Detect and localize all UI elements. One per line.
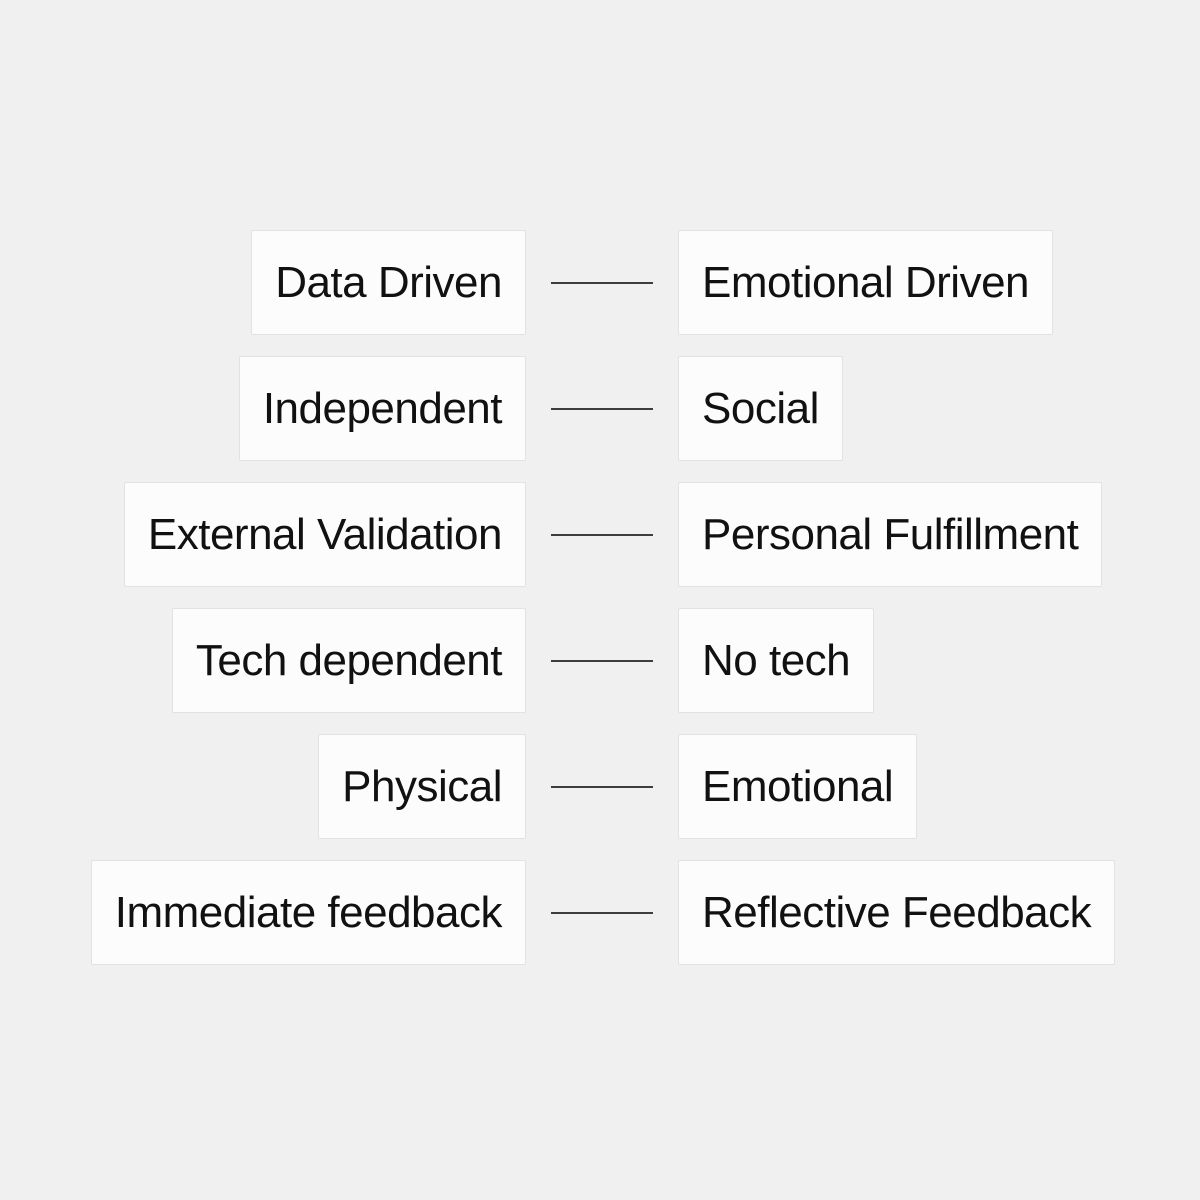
comparison-rows: Data Driven Emotional Driven Independent… — [0, 230, 1200, 965]
connector-cell — [526, 281, 678, 284]
connector-line — [551, 407, 653, 410]
comparison-row: Physical Emotional — [0, 734, 1200, 839]
right-box: No tech — [678, 608, 875, 713]
left-box: Data Driven — [251, 230, 526, 335]
right-column-cell: Emotional — [678, 734, 1200, 839]
right-box: Reflective Feedback — [678, 860, 1116, 965]
right-column-cell: Reflective Feedback — [678, 860, 1200, 965]
connector-cell — [526, 533, 678, 536]
left-box: Immediate feedback — [90, 860, 526, 965]
connector-line — [551, 911, 653, 914]
comparison-row: External Validation Personal Fulfillment — [0, 482, 1200, 587]
right-column-cell: Emotional Driven — [678, 230, 1200, 335]
connector-cell — [526, 407, 678, 410]
comparison-row: Immediate feedback Reflective Feedback — [0, 860, 1200, 965]
comparison-row: Independent Social — [0, 356, 1200, 461]
left-box: Physical — [318, 734, 526, 839]
connector-line — [551, 281, 653, 284]
right-box: Emotional Driven — [678, 230, 1054, 335]
comparison-row: Data Driven Emotional Driven — [0, 230, 1200, 335]
left-box: Independent — [238, 356, 526, 461]
left-column-cell: Tech dependent — [0, 608, 526, 713]
left-column-cell: Immediate feedback — [0, 860, 526, 965]
left-box: External Validation — [123, 482, 526, 587]
right-box: Personal Fulfillment — [678, 482, 1103, 587]
right-column-cell: Personal Fulfillment — [678, 482, 1200, 587]
comparison-row: Tech dependent No tech — [0, 608, 1200, 713]
left-column-cell: Independent — [0, 356, 526, 461]
right-box: Emotional — [678, 734, 918, 839]
connector-cell — [526, 911, 678, 914]
connector-line — [551, 659, 653, 662]
left-column-cell: External Validation — [0, 482, 526, 587]
right-box: Social — [678, 356, 843, 461]
left-column-cell: Physical — [0, 734, 526, 839]
right-column-cell: No tech — [678, 608, 1200, 713]
connector-cell — [526, 659, 678, 662]
connector-cell — [526, 785, 678, 788]
right-column-cell: Social — [678, 356, 1200, 461]
left-box: Tech dependent — [171, 608, 526, 713]
connector-line — [551, 785, 653, 788]
left-column-cell: Data Driven — [0, 230, 526, 335]
connector-line — [551, 533, 653, 536]
